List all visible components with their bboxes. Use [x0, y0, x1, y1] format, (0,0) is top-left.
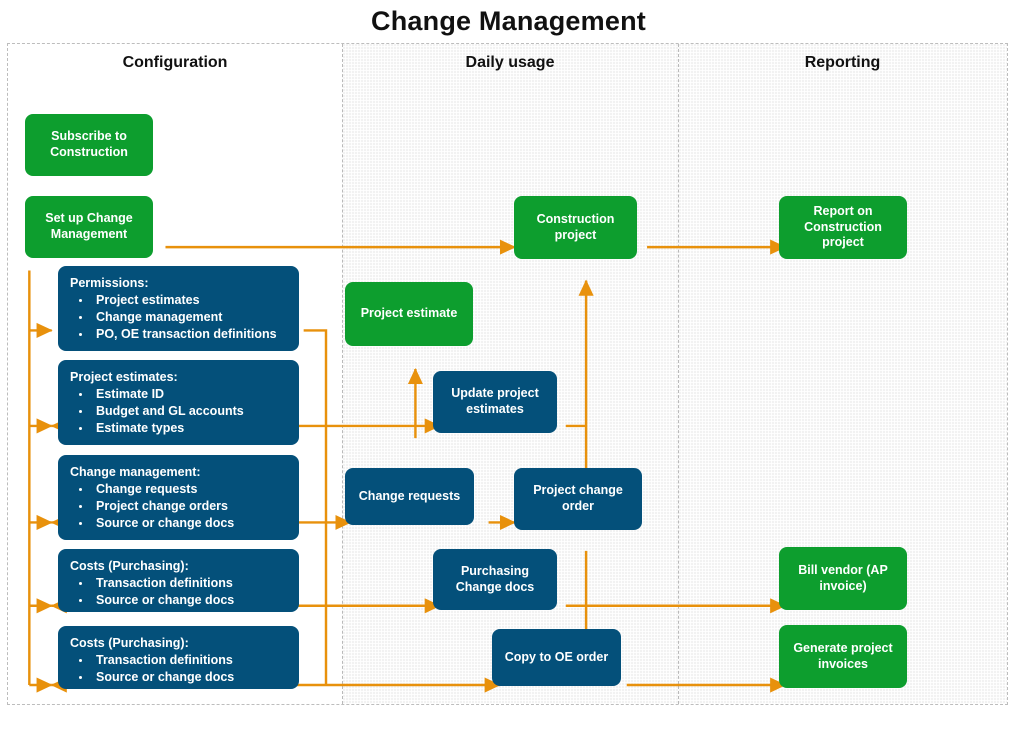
node-costs-purchasing-2[interactable]: Costs (Purchasing): Transaction definiti…: [58, 626, 299, 689]
list-item: Transaction definitions: [70, 575, 287, 591]
node-label: Update project estimates: [451, 386, 539, 416]
list-item: Project estimates: [70, 292, 287, 308]
page-title: Change Management: [371, 6, 646, 36]
node-label: Generate project invoices: [793, 640, 893, 671]
node-label: Project change order: [533, 483, 623, 513]
node-set-up-change-management[interactable]: Set up Change Management: [25, 196, 153, 258]
node-bullet-list: Change requests Project change orders So…: [70, 481, 287, 531]
node-update-project-estimates[interactable]: Update project estimates: [433, 371, 557, 433]
node-label: Subscribe to Construction: [50, 129, 128, 159]
list-item: Estimate ID: [70, 386, 287, 402]
diagram-frame: Configuration Daily usage Reporting: [7, 43, 1008, 705]
node-header: Change management:: [70, 465, 201, 479]
node-bullet-list: Transaction definitions Source or change…: [70, 575, 287, 608]
list-item: Change management: [70, 309, 287, 325]
node-purchasing-change-docs[interactable]: Purchasing Change docs: [433, 549, 557, 610]
lane-title-configuration: Configuration: [122, 54, 228, 71]
node-change-requests[interactable]: Change requests: [345, 468, 474, 525]
lane-configuration: Configuration: [8, 44, 342, 704]
node-header: Costs (Purchasing):: [70, 559, 189, 573]
node-permissions[interactable]: Permissions: Project estimates Change ma…: [58, 266, 299, 351]
node-project-estimate[interactable]: Project estimate: [345, 282, 473, 346]
list-item: Budget and GL accounts: [70, 403, 287, 419]
node-project-change-order[interactable]: Project change order: [514, 468, 642, 530]
list-item: Project change orders: [70, 498, 287, 514]
list-item: Change requests: [70, 481, 287, 497]
list-item: Estimate types: [70, 420, 287, 436]
lane-divider-2: [678, 44, 679, 704]
node-label: Change requests: [358, 488, 461, 503]
list-item: Source or change docs: [70, 669, 287, 685]
node-header: Project estimates:: [70, 370, 178, 384]
list-item: Transaction definitions: [70, 652, 287, 668]
node-copy-to-oe-order[interactable]: Copy to OE order: [492, 629, 621, 686]
node-subscribe-to-construction[interactable]: Subscribe to Construction: [25, 114, 153, 176]
node-construction-project[interactable]: Construction project: [514, 196, 637, 259]
node-header: Permissions:: [70, 276, 149, 290]
node-report-on-construction-project[interactable]: Report on Construction project: [779, 196, 907, 259]
node-bill-vendor[interactable]: Bill vendor (AP invoice): [779, 547, 907, 610]
list-item: Source or change docs: [70, 515, 287, 531]
node-bullet-list: Project estimates Change management PO, …: [70, 292, 287, 342]
node-label: Copy to OE order: [504, 649, 609, 664]
lane-divider-1: [342, 44, 343, 704]
node-label: Purchasing Change docs: [455, 563, 535, 594]
node-label: Construction project: [536, 211, 615, 242]
lane-title-daily-usage: Daily usage: [465, 54, 555, 71]
node-label: Project estimate: [360, 306, 458, 321]
node-bullet-list: Transaction definitions Source or change…: [70, 652, 287, 685]
node-costs-purchasing-1[interactable]: Costs (Purchasing): Transaction definiti…: [58, 549, 299, 612]
list-item: PO, OE transaction definitions: [70, 326, 287, 342]
lane-title-reporting: Reporting: [804, 54, 881, 71]
node-generate-project-invoices[interactable]: Generate project invoices: [779, 625, 907, 688]
node-bullet-list: Estimate ID Budget and GL accounts Estim…: [70, 386, 287, 436]
node-label: Bill vendor (AP invoice): [798, 562, 888, 593]
list-item: Source or change docs: [70, 592, 287, 608]
node-label: Report on Construction project: [804, 204, 882, 250]
node-project-estimates-config[interactable]: Project estimates: Estimate ID Budget an…: [58, 360, 299, 445]
node-label: Set up Change Management: [45, 211, 133, 241]
node-header: Costs (Purchasing):: [70, 636, 189, 650]
node-change-management-config[interactable]: Change management: Change requests Proje…: [58, 455, 299, 540]
